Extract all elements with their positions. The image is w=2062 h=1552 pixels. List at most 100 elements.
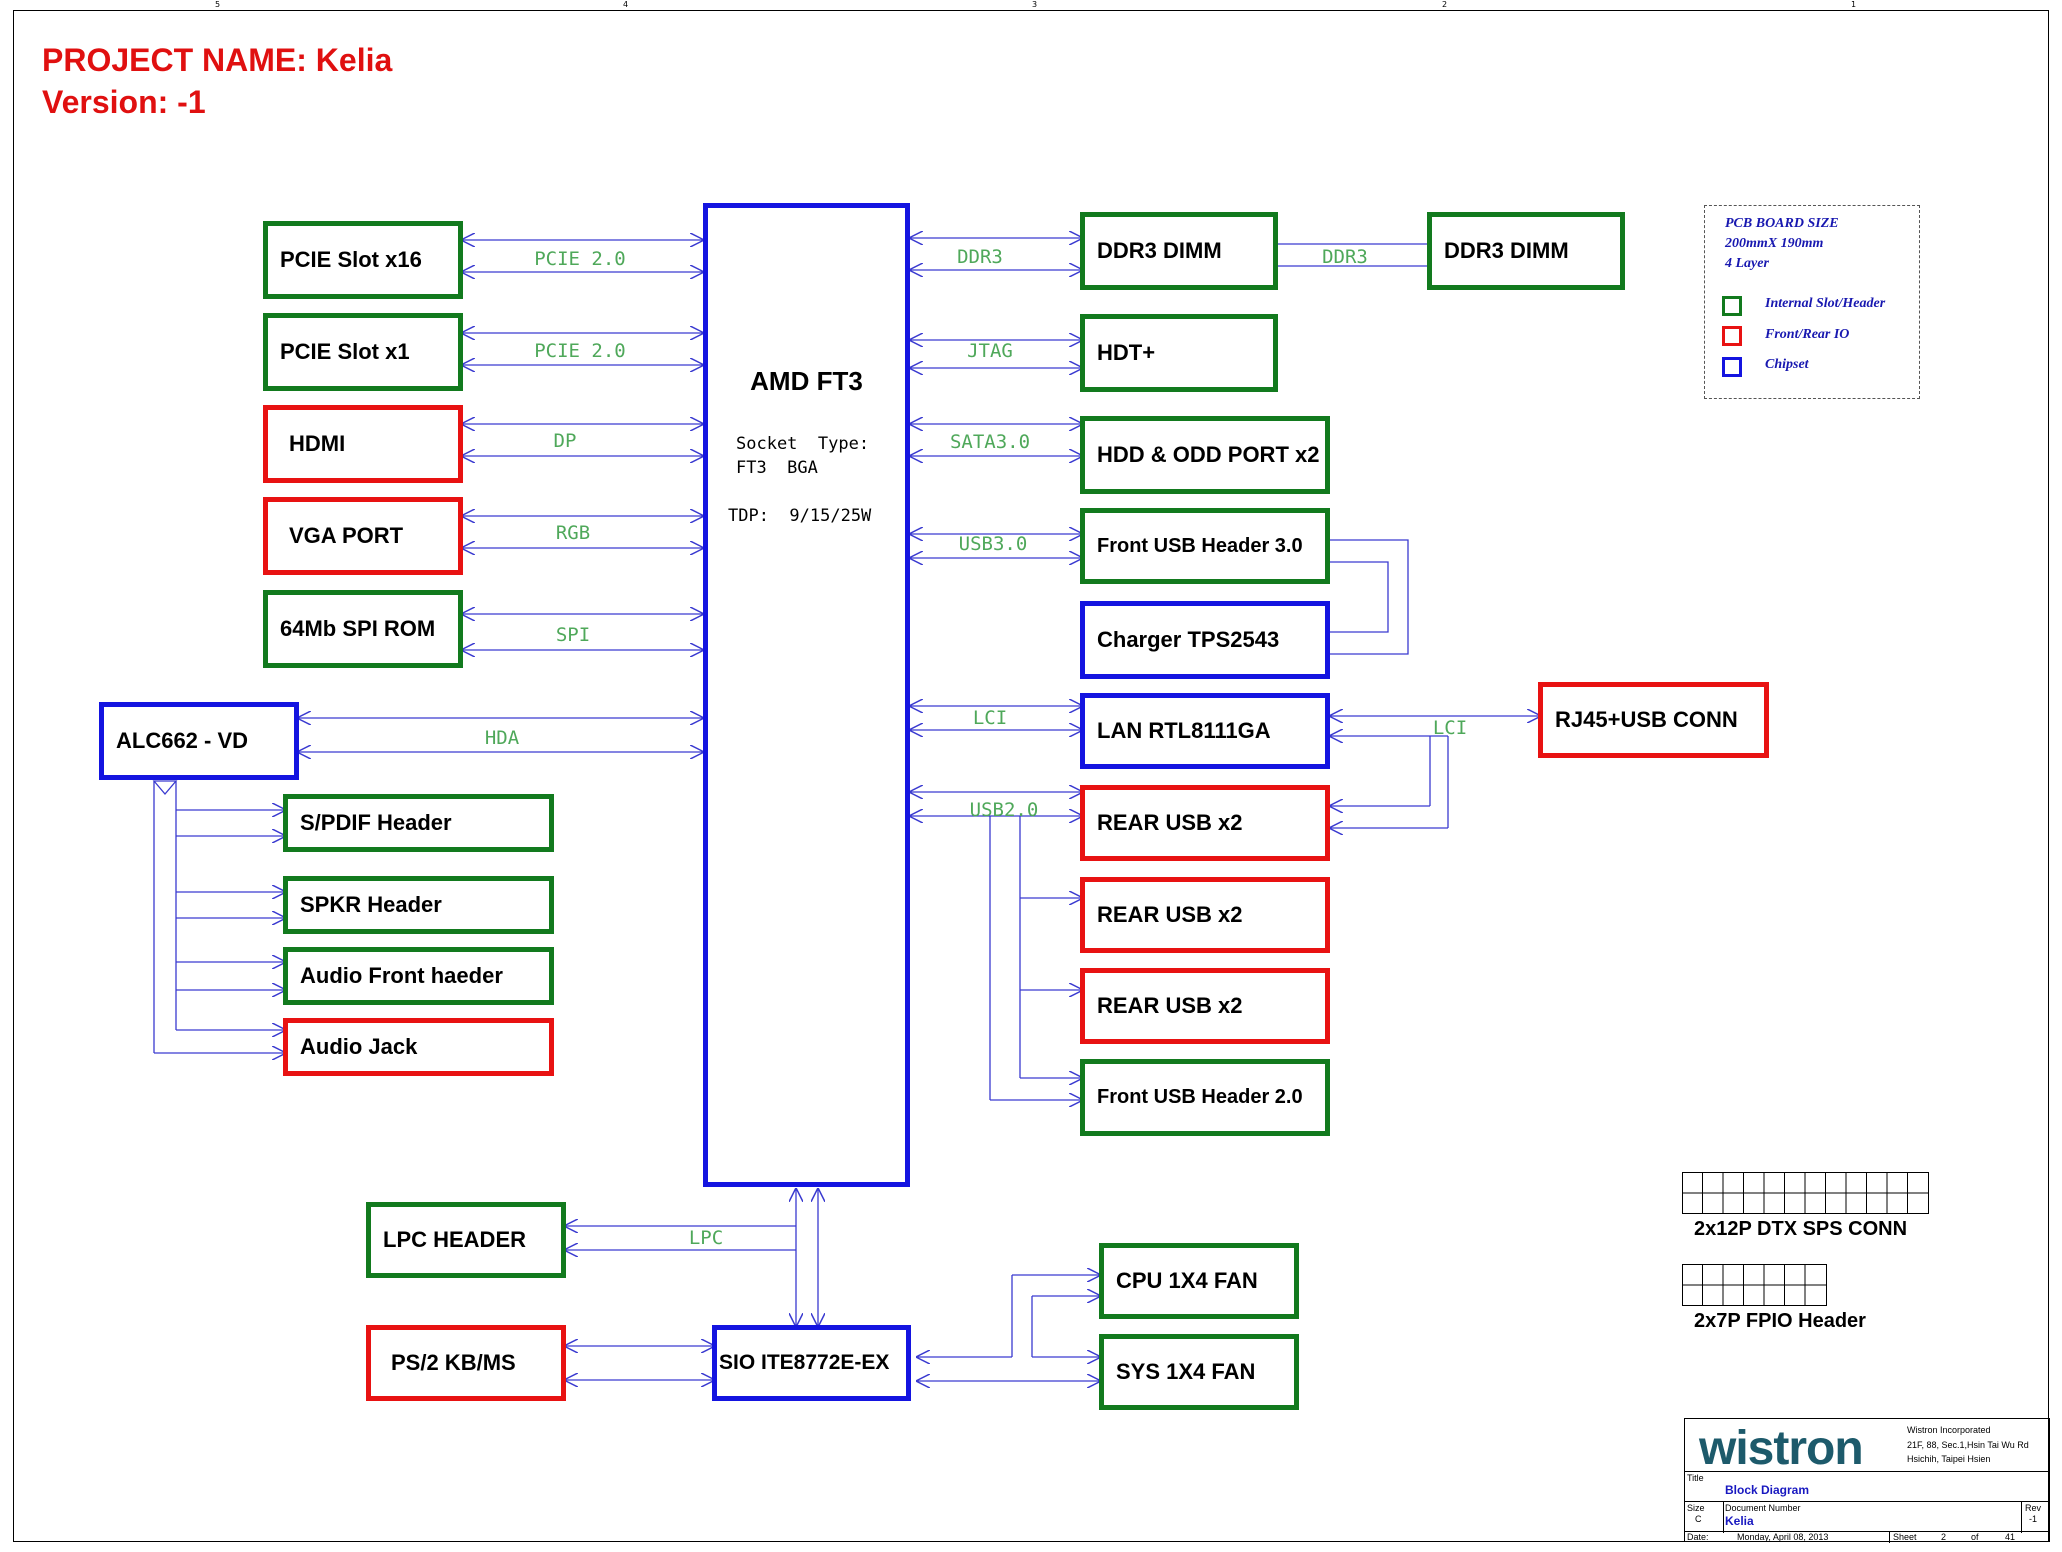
of-label: of xyxy=(1971,1532,1979,1542)
document-number-label: Document Number xyxy=(1725,1503,1801,1513)
company-name: Wistron Incorporated xyxy=(1907,1425,1991,1435)
block-spkr-header[interactable]: SPKR Header xyxy=(283,876,554,934)
block-ddr3-dimm-2[interactable]: DDR3 DIMM xyxy=(1427,212,1625,290)
legend-red-label: Front/Rear IO xyxy=(1765,327,1850,342)
zone-tick: 4 xyxy=(623,0,629,9)
legend-green-swatch xyxy=(1722,296,1742,316)
block-sys-fan[interactable]: SYS 1X4 FAN xyxy=(1099,1334,1299,1410)
legend-blue-label: Chipset xyxy=(1765,357,1809,372)
bus-sata xyxy=(910,424,1082,456)
block-rear-usb-3[interactable]: REAR USB x2 xyxy=(1080,968,1330,1044)
title-block-divider xyxy=(1685,1531,2049,1532)
title-block-divider xyxy=(2021,1501,2022,1533)
bus-ddr3-dimm xyxy=(1278,243,1427,267)
document-number: Kelia xyxy=(1725,1514,1754,1528)
sheet-number: 2 xyxy=(1941,1532,1947,1542)
bus-label-lci: LCI xyxy=(973,707,1007,729)
zone-tick: 3 xyxy=(1032,0,1038,9)
block-hdd-odd-port[interactable]: HDD & ODD PORT x2 xyxy=(1080,416,1330,494)
zone-tick: 1 xyxy=(1851,0,1857,9)
legend-green-label: Internal Slot/Header xyxy=(1765,296,1886,311)
legend-box: PCB BOARD SIZE 200mmX 190mm 4 Layer Inte… xyxy=(1704,205,1920,399)
legend-dimensions: 200mmX 190mm xyxy=(1725,236,1824,251)
block-ddr3-dimm-1[interactable]: DDR3 DIMM xyxy=(1080,212,1278,290)
size-label: Size xyxy=(1687,1503,1705,1513)
block-vga-port[interactable]: VGA PORT xyxy=(263,497,463,575)
title-label: Title xyxy=(1687,1473,1704,1483)
title-block-divider xyxy=(1685,1501,2049,1502)
bus-label-usb3: USB3.0 xyxy=(959,533,1028,555)
bus-jtag xyxy=(910,340,1082,368)
fpio-connector-grid xyxy=(1682,1264,1827,1306)
bus-pcie16 xyxy=(462,240,703,272)
block-lan[interactable]: LAN RTL8111GA xyxy=(1080,693,1330,769)
block-front-usb-header-2[interactable]: Front USB Header 2.0 xyxy=(1080,1059,1330,1136)
block-hdmi[interactable]: HDMI xyxy=(263,405,463,483)
legend-red-swatch xyxy=(1722,326,1742,346)
company-address-2: Hsichih, Taipei Hsien xyxy=(1907,1454,1991,1464)
block-ps2[interactable]: PS/2 KB/MS xyxy=(366,1325,566,1401)
bus-spi xyxy=(462,614,703,650)
bus-rgb xyxy=(462,516,703,548)
bus-label-usb2: USB2.0 xyxy=(970,799,1039,821)
block-pcie-x1[interactable]: PCIE Slot x1 xyxy=(263,313,463,391)
dtx-connector-grid xyxy=(1682,1172,1929,1214)
company-address-1: 21F, 88, Sec.1,Hsin Tai Wu Rd xyxy=(1907,1440,2029,1450)
title-block-divider xyxy=(1685,1471,2049,1472)
block-alc662[interactable]: ALC662 - VD xyxy=(99,702,299,780)
bus-fans xyxy=(917,1275,1100,1381)
bus-label-hda: HDA xyxy=(485,727,520,749)
legend-board-size: PCB BOARD SIZE xyxy=(1725,216,1839,231)
block-lpc-header[interactable]: LPC HEADER xyxy=(366,1202,566,1278)
fpio-connector-label: 2x7P FPIO Header xyxy=(1694,1310,1866,1332)
rev-value: -1 xyxy=(2029,1514,2038,1524)
bus-label-jtag: JTAG xyxy=(967,340,1013,362)
rev-label: Rev xyxy=(2025,1503,2042,1513)
bus-lci xyxy=(910,706,1082,730)
bus-label-rgb: RGB xyxy=(556,522,590,544)
bus-label-ddr3: DDR3 xyxy=(957,246,1003,268)
block-cpu-fan[interactable]: CPU 1X4 FAN xyxy=(1099,1243,1299,1319)
bus-label-spi: SPI xyxy=(556,624,590,646)
block-rj45-usb-conn[interactable]: RJ45+USB CONN xyxy=(1538,682,1769,758)
zone-tick: 2 xyxy=(1442,0,1448,9)
block-rear-usb-2[interactable]: REAR USB x2 xyxy=(1080,877,1330,953)
cpu-title: AMD FT3 xyxy=(750,366,863,396)
cpu-socket-line1: Socket Type: xyxy=(736,434,870,454)
block-spdif-header[interactable]: S/PDIF Header xyxy=(283,794,554,852)
bus-cpu-sio xyxy=(796,1189,818,1326)
block-front-usb-header-3[interactable]: Front USB Header 3.0 xyxy=(1080,508,1330,584)
bus-lpc xyxy=(565,1226,796,1250)
block-charger[interactable]: Charger TPS2543 xyxy=(1080,601,1330,679)
bus-lci-rj45 xyxy=(1330,716,1540,828)
block-hdt[interactable]: HDT+ xyxy=(1080,314,1278,392)
bus-label-ddr3-dimm: DDR3 xyxy=(1322,246,1368,268)
block-spi-rom[interactable]: 64Mb SPI ROM xyxy=(263,590,463,668)
bus-pcie1 xyxy=(462,333,703,365)
bus-label-pcie1: PCIE 2.0 xyxy=(534,340,626,362)
project-name: PROJECT NAME: Kelia xyxy=(42,42,393,78)
bus-hda xyxy=(298,718,703,752)
cpu-block[interactable]: AMD FT3 Socket Type: FT3 BGA TDP: 9/15/2… xyxy=(703,203,910,1187)
block-sio[interactable]: SIO ITE8772E-EX xyxy=(712,1325,911,1401)
legend-layers: 4 Layer xyxy=(1725,256,1769,271)
block-audio-front-header[interactable]: Audio Front haeder xyxy=(283,947,554,1005)
bus-dp xyxy=(462,424,703,456)
bus-audio-tree xyxy=(152,780,285,1053)
legend-blue-swatch xyxy=(1722,357,1742,377)
bus-usb2 xyxy=(910,792,1082,1100)
date-label: Date: xyxy=(1687,1532,1709,1542)
wistron-logo: wistron xyxy=(1699,1422,1864,1475)
block-audio-jack[interactable]: Audio Jack xyxy=(283,1018,554,1076)
sheet-total: 41 xyxy=(2005,1532,2016,1542)
block-pcie-x16[interactable]: PCIE Slot x16 xyxy=(263,221,463,299)
dtx-connector-label: 2x12P DTX SPS CONN xyxy=(1694,1218,1908,1240)
zone-tick: 5 xyxy=(215,0,221,9)
project-version: Version: -1 xyxy=(42,84,206,120)
title-block-divider xyxy=(1889,1531,1890,1543)
bus-label-dp: DP xyxy=(554,430,577,452)
block-rear-usb-1[interactable]: REAR USB x2 xyxy=(1080,785,1330,861)
bus-label-sata: SATA3.0 xyxy=(950,431,1030,453)
cpu-tdp: TDP: 9/15/25W xyxy=(728,506,872,526)
